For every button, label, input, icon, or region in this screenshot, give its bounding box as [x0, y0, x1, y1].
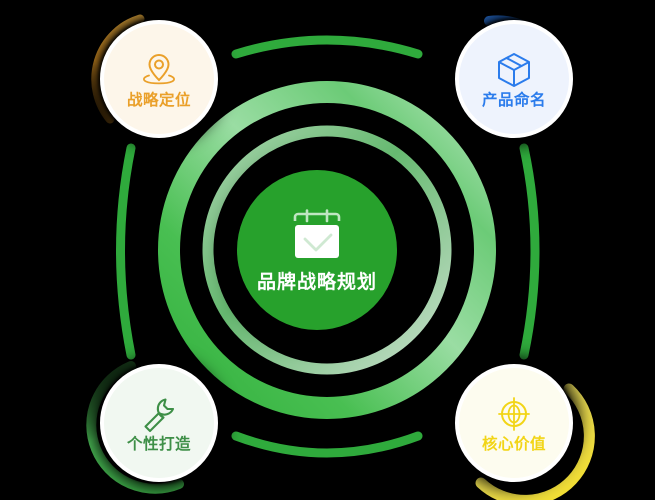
connector-left: [116, 143, 136, 360]
node-label: 战略定位: [126, 92, 191, 110]
calendar-check-icon: [293, 208, 341, 258]
halo-arc-top-left: [91, 14, 145, 124]
outer-ring: [158, 81, 496, 419]
node-core-value[interactable]: 核心价值: [455, 364, 573, 482]
location-pin-icon: [143, 54, 175, 85]
inner-ring: [202, 125, 452, 375]
connector-right: [519, 143, 540, 360]
node-label: 产品命名: [481, 92, 546, 110]
halo-arc-bottom-left: [86, 361, 184, 494]
connector-top: [231, 35, 423, 59]
connector-bottom: [231, 431, 423, 458]
node-strategy-positioning[interactable]: 战略定位: [100, 20, 218, 138]
node-product-naming[interactable]: 产品命名: [455, 20, 573, 138]
halo-arc-bottom-right: [475, 383, 595, 500]
target-crosshair-icon: [498, 397, 530, 432]
node-label: 个性打造: [126, 436, 191, 454]
center-hub-node[interactable]: 品牌战略规划: [237, 170, 397, 330]
node-personalization[interactable]: 个性打造: [100, 364, 218, 482]
node-label: 核心价值: [481, 436, 546, 454]
center-hub-label: 品牌战略规划: [256, 271, 377, 293]
package-box-icon: [498, 53, 530, 88]
wrench-icon: [144, 398, 175, 433]
